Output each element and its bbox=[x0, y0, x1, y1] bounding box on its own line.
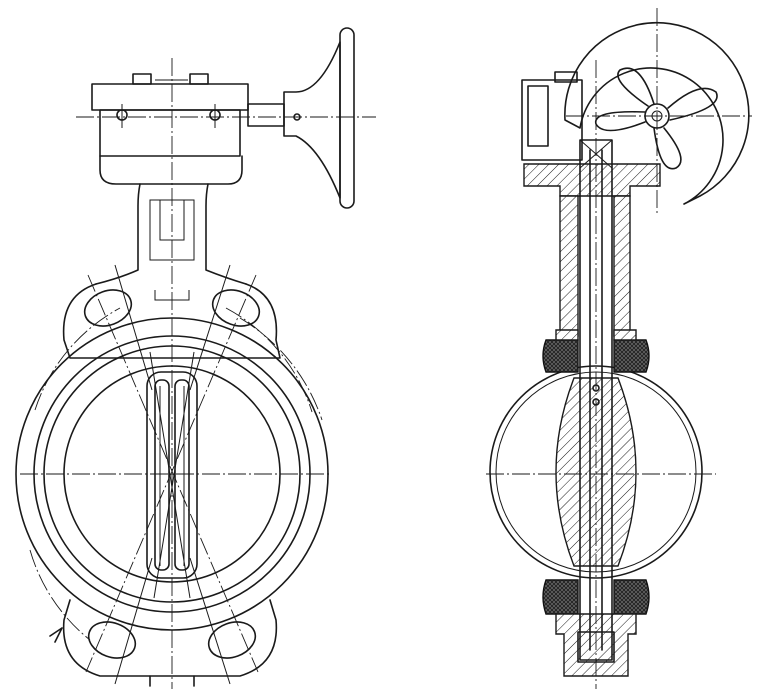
upper-seal-right bbox=[613, 339, 650, 373]
spoke-top-left bbox=[617, 67, 655, 107]
construction-lines bbox=[85, 264, 259, 685]
upper-lug-body bbox=[62, 283, 281, 359]
gearbox bbox=[91, 73, 249, 185]
side-neck-right-wall bbox=[613, 195, 631, 337]
handwheel-hub bbox=[283, 41, 341, 199]
bolt-hole-top-left bbox=[83, 289, 133, 327]
bolt-hole-bottom-right bbox=[207, 621, 257, 659]
spoke-bottom bbox=[653, 127, 682, 170]
valve-neck bbox=[95, 183, 247, 301]
lower-lug-body bbox=[62, 599, 278, 677]
bolt-hole-bottom-left bbox=[87, 621, 137, 659]
upper-seal-left bbox=[542, 339, 579, 373]
arrow-mark bbox=[49, 627, 63, 643]
section-body-circle bbox=[489, 365, 703, 579]
neck-left bbox=[95, 183, 141, 285]
side-gearbox-bolt bbox=[554, 71, 578, 83]
bolt-circle-arc-tr-outer bbox=[239, 317, 323, 421]
front-view bbox=[15, 27, 376, 689]
neck-right bbox=[205, 183, 247, 285]
gearbox-body bbox=[99, 109, 241, 157]
lower-seal-left bbox=[542, 579, 579, 615]
bolt-hole-top-right bbox=[211, 289, 261, 327]
disc-right-bar bbox=[174, 379, 190, 571]
handwheel-rim bbox=[339, 27, 355, 209]
gearbox-top bbox=[91, 83, 249, 111]
side-handwheel-rim bbox=[564, 21, 750, 205]
bolt-circle-arc-bl bbox=[29, 549, 91, 641]
side-neck-left-wall bbox=[559, 195, 579, 337]
gearbox-base bbox=[99, 155, 243, 185]
gearbox-bolt-right bbox=[189, 73, 209, 85]
disc-left-bar bbox=[154, 379, 170, 571]
side-top-flange bbox=[523, 163, 661, 197]
bolt-circle-arc-tl bbox=[34, 307, 121, 411]
handwheel bbox=[247, 27, 355, 209]
handwheel-shaft bbox=[247, 103, 285, 127]
gearbox-bolt-left bbox=[132, 73, 152, 85]
side-section-view bbox=[486, 8, 752, 689]
bolt-circle-arc-tr bbox=[225, 307, 313, 413]
side-gearbox-cover bbox=[527, 85, 549, 147]
side-gearbox bbox=[521, 79, 583, 161]
lower-seal-right bbox=[613, 579, 650, 615]
spoke-left bbox=[595, 110, 646, 132]
spoke-right bbox=[667, 87, 718, 121]
